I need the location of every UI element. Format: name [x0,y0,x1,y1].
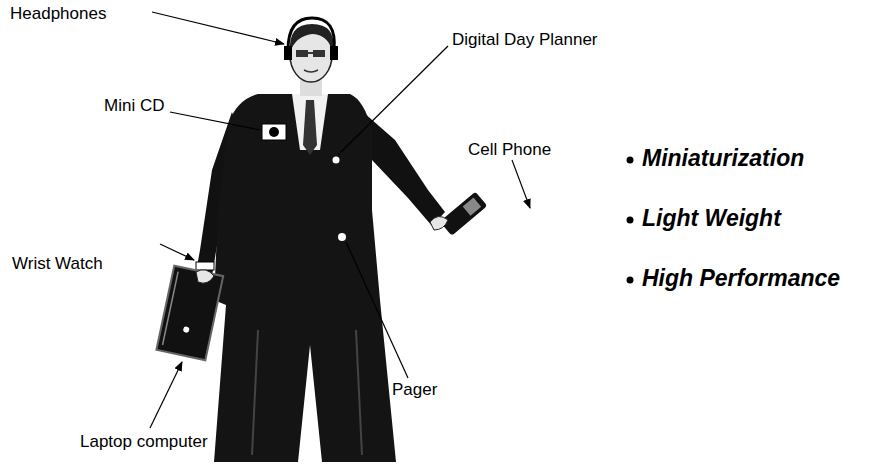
part-label: Pager [392,380,437,400]
headphones-symbol [284,18,338,60]
bullet-dot [627,157,634,164]
trouser-crease [252,330,362,455]
wrist-watch-symbol [196,262,214,270]
leader-line [170,112,260,130]
mouth [304,70,318,72]
part-label: Headphones [10,4,106,24]
part-label: Wrist Watch [12,254,103,274]
part-label: Digital Day Planner [452,30,598,50]
bullets [627,157,634,284]
bullet-dot [627,217,634,224]
hand [430,216,448,230]
bullet-dot [627,277,634,284]
part-label: Laptop computer [80,432,208,452]
cell-phone-symbol [439,191,489,237]
leader-line [160,244,194,260]
man-figure [156,18,488,462]
feature-bullet: High Performance [642,265,840,293]
feature-bullet: Light Weight [642,205,781,233]
mini-cd-symbol [262,124,286,140]
day-planner-symbol [333,157,340,164]
leader-line [152,12,284,44]
hair [290,24,333,52]
leader-lines [150,12,530,428]
leader-line [346,242,408,378]
part-label: Cell Phone [468,140,551,160]
feature-bullet: Miniaturization [642,145,804,173]
tie [303,100,317,155]
leader-line [512,160,530,208]
suit-body [214,94,396,462]
leader-line [150,362,182,428]
glasses [296,50,325,57]
pager-symbol [338,233,346,241]
laptop-symbol [156,266,223,361]
part-label: Mini CD [104,96,164,116]
leader-line [338,46,448,155]
hand [196,270,214,283]
